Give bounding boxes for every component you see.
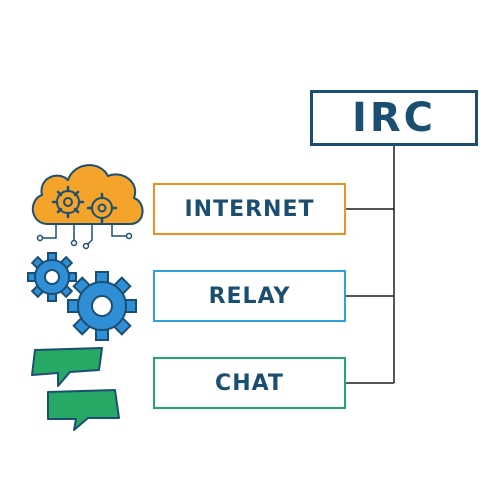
node-label-chat: CHAT — [215, 370, 284, 396]
node-internet: INTERNET — [153, 183, 346, 235]
root-node-irc: IRC — [310, 90, 478, 146]
node-label-relay: RELAY — [208, 283, 291, 309]
node-label-internet: INTERNET — [184, 196, 315, 222]
node-chat: CHAT — [153, 357, 346, 409]
root-label: IRC — [351, 95, 437, 141]
node-relay: RELAY — [153, 270, 346, 322]
